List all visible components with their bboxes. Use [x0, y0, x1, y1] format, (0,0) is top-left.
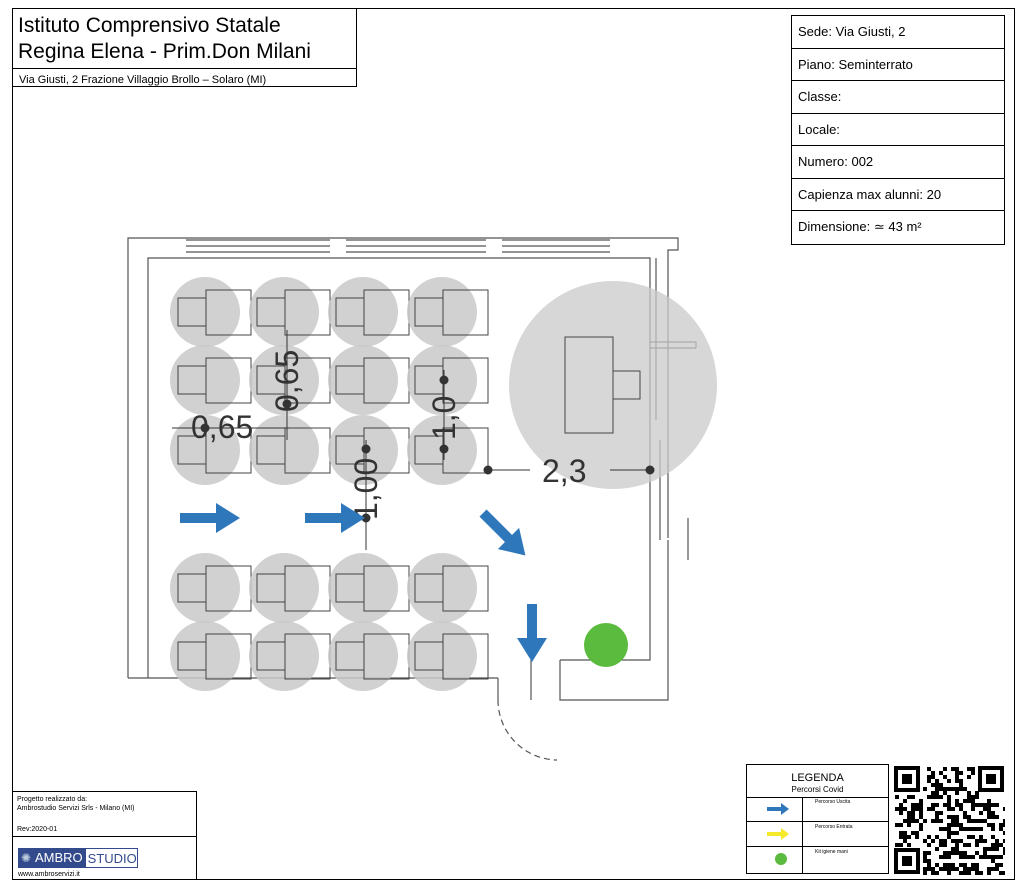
logo-text-a: AMBRO — [19, 849, 86, 867]
yellow-arrow-icon — [767, 828, 789, 840]
credits-company: Ambrostudio Servizi Srls - Milano (MI) — [17, 805, 135, 812]
school-name: Istituto Comprensivo Statale — [18, 14, 281, 37]
legend-title: LEGENDA — [791, 772, 844, 784]
legend-subtitle: Percorsi Covid — [791, 785, 844, 794]
student-desk — [328, 345, 410, 415]
distance-circle — [249, 415, 319, 485]
distance-circle — [328, 345, 398, 415]
info-capienza: Capienza max alunni: 20 — [792, 179, 1004, 211]
credits-block: Progetto realizzato da: Ambrostudio Serv… — [12, 791, 197, 880]
credits-url: www.ambroservizi.it — [18, 871, 80, 878]
distance-circle — [249, 621, 319, 691]
distance-circle — [170, 415, 240, 485]
info-sede: Sede: Via Giusti, 2 — [792, 16, 1004, 49]
student-desk — [170, 553, 252, 623]
student-desk — [170, 277, 252, 347]
student-desk — [249, 415, 331, 485]
distance-circle — [328, 621, 398, 691]
legend: LEGENDA Percorsi Covid Percorso Uscita P… — [746, 764, 889, 874]
legend-item-hygiene: Kit igiene mani — [747, 847, 888, 873]
info-classe: Classe: — [792, 81, 1004, 114]
student-desk — [328, 553, 410, 623]
teacher-area — [509, 281, 717, 489]
divider — [12, 68, 357, 69]
ambrostudio-logo: AMBRO STUDIO — [18, 848, 138, 868]
distance-circle — [407, 277, 477, 347]
blue-arrow-icon — [767, 803, 789, 815]
legend-header: LEGENDA Percorsi Covid — [747, 765, 888, 798]
drawing-frame — [12, 8, 1015, 880]
dimension-label: 0,65 — [191, 409, 253, 445]
title-block: Istituto Comprensivo Statale Regina Elen… — [12, 8, 357, 87]
distance-circle — [170, 553, 240, 623]
exit-arrow-icon — [517, 604, 547, 662]
distance-circle — [328, 277, 398, 347]
distance-circle — [170, 277, 240, 347]
dimension-label: 0,65 — [269, 350, 305, 412]
school-address: Via Giusti, 2 Frazione Villaggio Brollo … — [19, 74, 267, 86]
student-desk — [328, 277, 410, 347]
credits-label: Progetto realizzato da: — [17, 796, 88, 803]
student-desk — [407, 277, 489, 347]
student-desk — [407, 553, 489, 623]
desk — [442, 289, 489, 336]
legend-item-entry: Percorso Entrata — [747, 822, 888, 847]
student-desk — [249, 621, 331, 691]
dimension-label: 1,00 — [348, 458, 384, 520]
exit-arrows — [180, 503, 547, 662]
student-desks — [170, 277, 489, 691]
student-desk — [170, 345, 252, 415]
distance-circle — [249, 345, 319, 415]
green-dot-icon — [775, 853, 787, 865]
distance-circle — [249, 277, 319, 347]
legend-item-exit: Percorso Uscita — [747, 797, 888, 822]
desk — [442, 565, 489, 612]
divider — [12, 836, 197, 837]
distance-circle — [170, 345, 240, 415]
desk — [442, 633, 489, 680]
legend-label: Percorso Uscita — [815, 799, 851, 805]
school-branch: Regina Elena - Prim.Don Milani — [18, 40, 311, 63]
exit-arrow-icon — [305, 503, 365, 533]
distance-circle — [249, 553, 319, 623]
distance-circle — [328, 553, 398, 623]
dimension-label: 1,0 — [426, 396, 462, 440]
room-info-table: Sede: Via Giusti, 2 Piano: Seminterrato … — [791, 15, 1005, 245]
exit-arrow-icon — [180, 503, 240, 533]
credits-revision: Rev:2020-01 — [17, 826, 58, 833]
distance-circle — [407, 553, 477, 623]
dimension-lines — [172, 330, 655, 550]
teacher-chair — [612, 370, 641, 400]
distance-circle — [407, 621, 477, 691]
student-desk — [328, 621, 410, 691]
info-piano: Piano: Seminterrato — [792, 49, 1004, 81]
distance-circle — [170, 621, 240, 691]
info-dimensione: Dimensione: ≃ 43 m² — [798, 219, 922, 234]
exit-arrow-icon — [479, 509, 526, 556]
qr-code — [894, 766, 1005, 875]
student-desk — [249, 277, 331, 347]
legend-label: Kit igiene mani — [815, 849, 848, 855]
info-locale: Locale: — [792, 114, 1004, 146]
info-numero: Numero: 002 — [792, 146, 1004, 179]
dimension-label: 2,3 — [542, 453, 586, 489]
student-desk — [249, 553, 331, 623]
student-desk — [170, 621, 252, 691]
legend-label: Percorso Entrata — [815, 824, 853, 830]
dimension-labels: 0,65 0,65 1,0 1,00 2,3 — [191, 350, 586, 520]
logo-text-b: STUDIO — [87, 850, 137, 866]
student-desk — [407, 621, 489, 691]
student-desk — [249, 345, 331, 415]
hand-hygiene-kit-icon — [584, 623, 628, 667]
